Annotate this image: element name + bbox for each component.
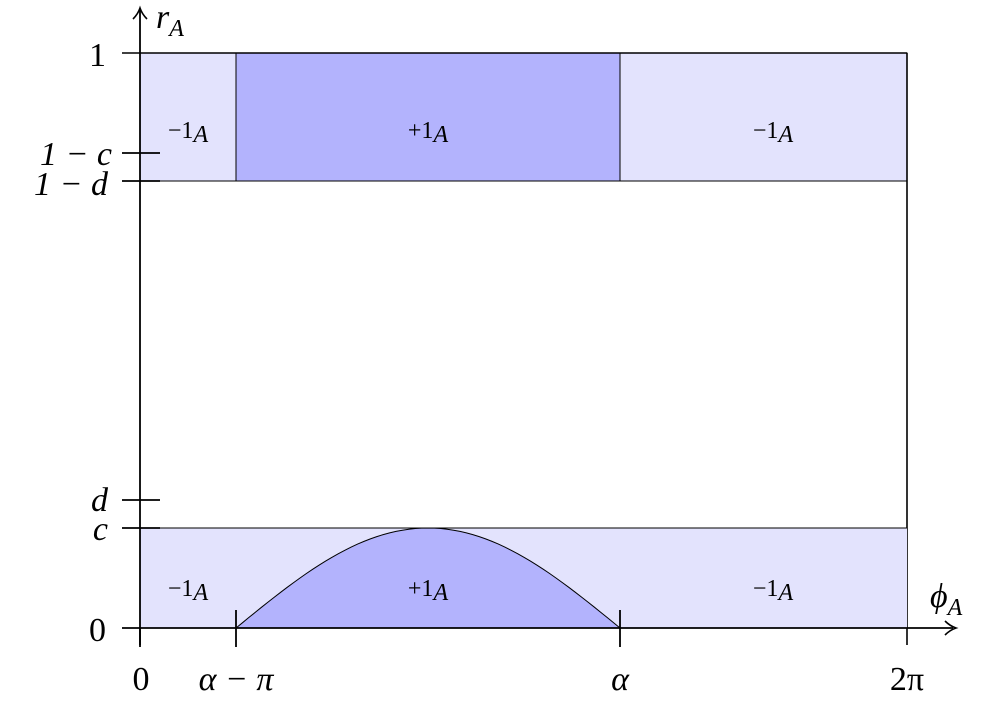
top-band-right-region — [619, 52, 908, 182]
region-label-top-middle: +1A — [408, 118, 449, 148]
y-tick-label-1-c: 1 − c — [40, 136, 112, 173]
y-tick-label-c: c — [93, 511, 108, 548]
region-label-bottom-right: −1A — [753, 576, 794, 606]
top-band-middle-region — [235, 52, 621, 182]
region-label-bottom-left: −1A — [168, 576, 209, 606]
x-axis-arrow-icon — [944, 620, 959, 636]
y-axis-arrow-icon — [132, 5, 148, 20]
x-tick-label-0: 0 — [133, 661, 150, 698]
region-label-top-right: −1A — [753, 118, 794, 148]
y-tick-label-1: 1 — [89, 37, 106, 74]
x-tick-label-alpha-minus-pi: α − π — [199, 661, 275, 698]
region-label-bottom-middle: +1A — [408, 576, 449, 606]
sine-arc-region — [234, 527, 622, 629]
top-band-left-region — [140, 53, 236, 181]
y-tick-label-1-d: 1 − d — [34, 166, 109, 203]
x-axis-label: ϕA — [930, 578, 963, 621]
region-label-top-left: −1A — [168, 118, 209, 148]
y-axis-label: rA — [156, 0, 184, 42]
y-tick-label-0: 0 — [89, 612, 106, 649]
y-tick-label-d: d — [91, 482, 109, 519]
x-tick-label-2pi: 2π — [890, 661, 924, 698]
x-tick-label-alpha: α — [611, 661, 630, 698]
